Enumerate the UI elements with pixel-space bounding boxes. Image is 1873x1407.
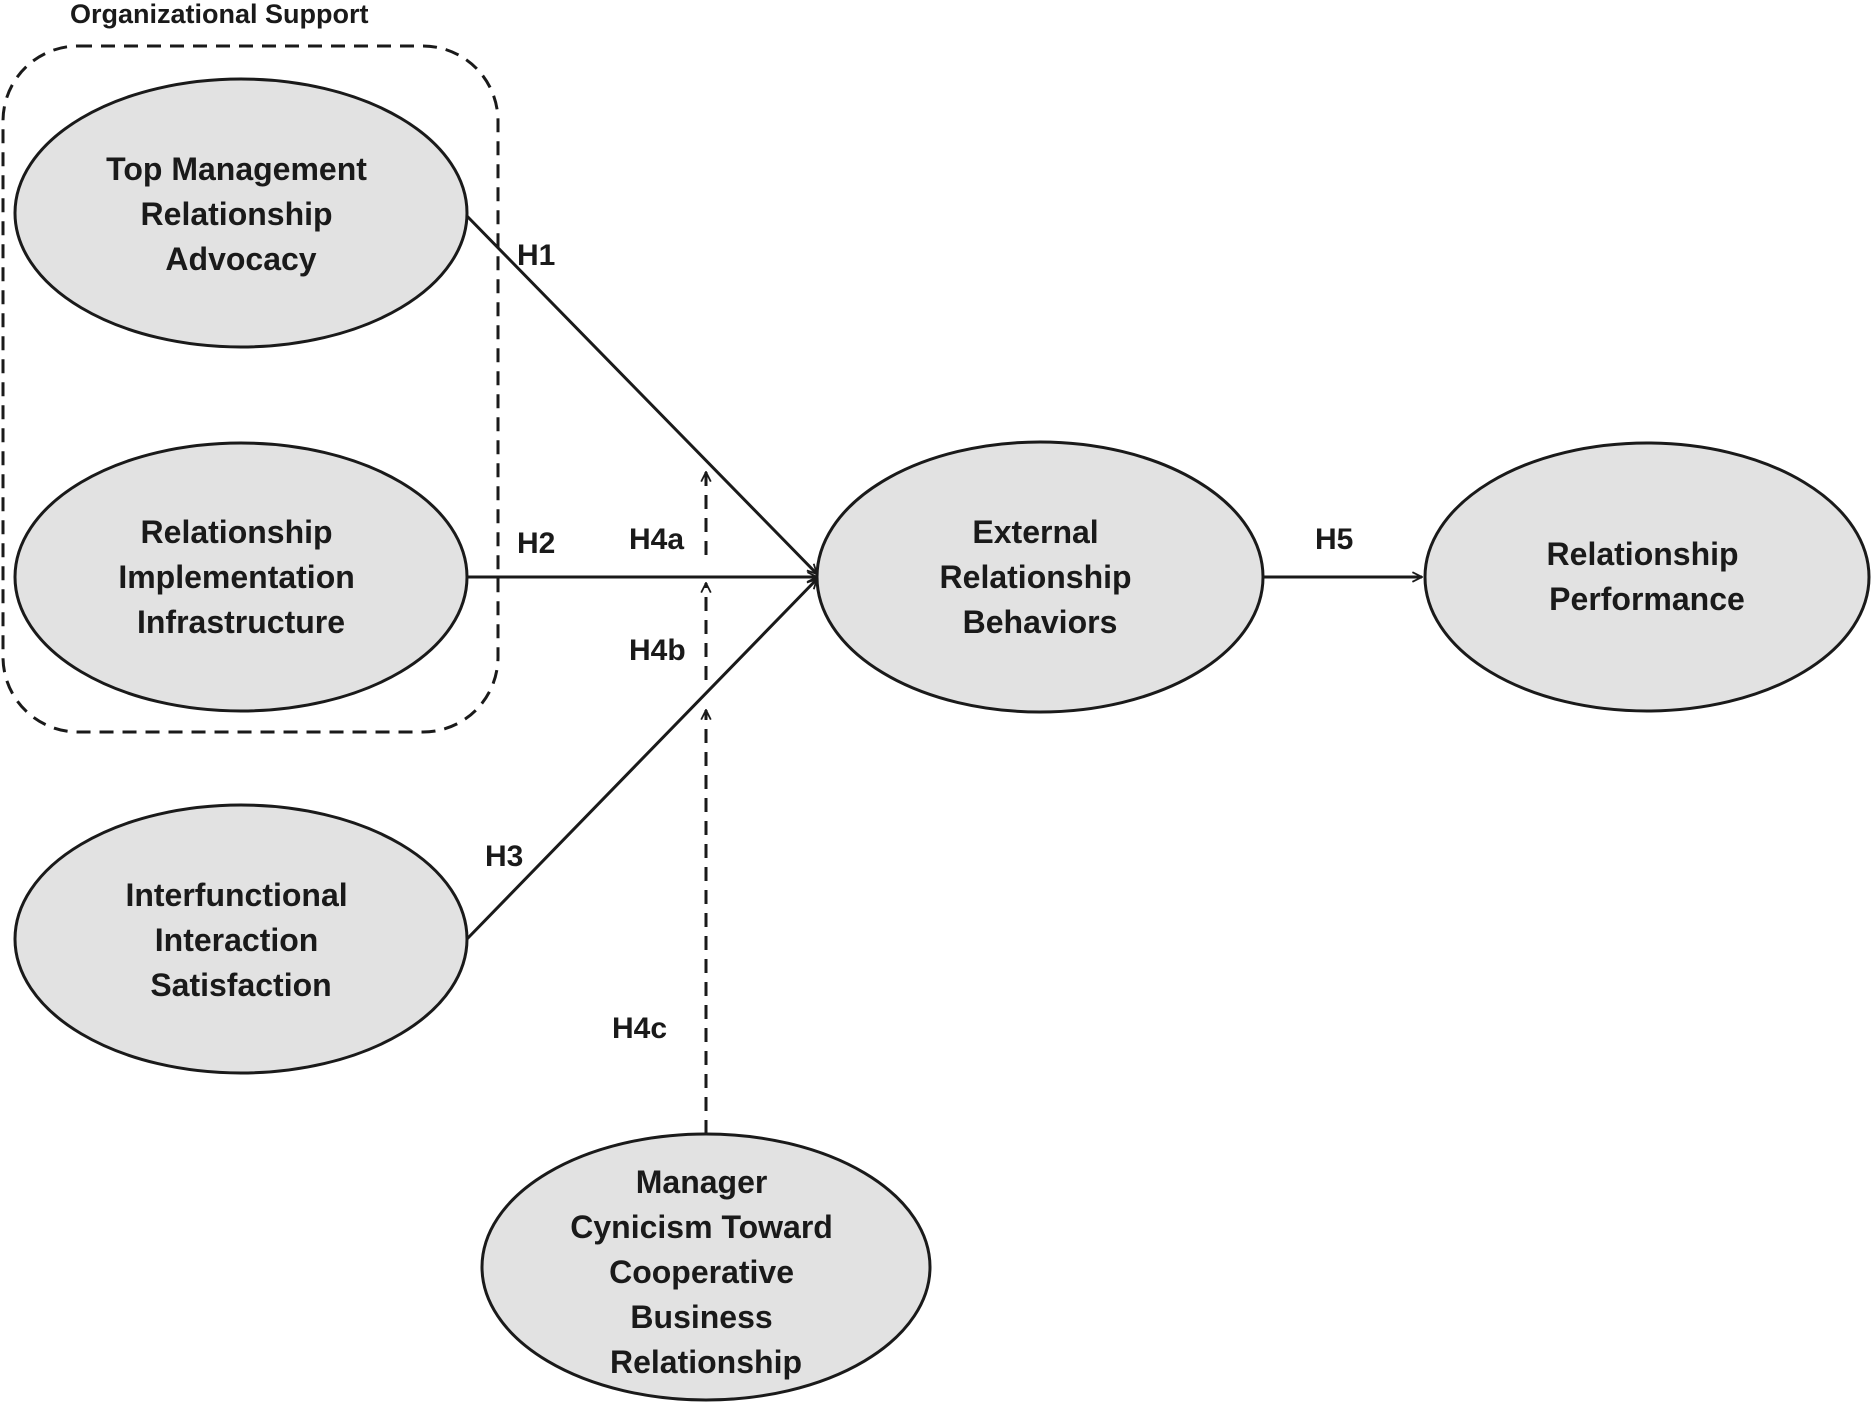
svg-text:Relationship Performance: Relationship Performance (1547, 536, 1748, 617)
node-manager-cynicism: Manager Cynicism Toward Cooperative Busi… (480, 1132, 932, 1402)
label-h3: H3 (485, 840, 523, 873)
svg-text:Manager Cynicism Toward: Manager Cynicism Toward Cooperative Busi… (570, 1164, 841, 1380)
label-h2: H2 (517, 527, 555, 560)
svg-text:Top Management Relations: Top Management Relationship Advocacy (106, 151, 376, 277)
node-relationship-performance: Relationship Performance (1423, 441, 1871, 713)
organizational-support-group (1, 44, 500, 734)
label-h4a: H4a (629, 523, 684, 556)
label-h4c: H4c (612, 1012, 667, 1045)
node-top-management-relationship-advocacy: Top Management Relationship Advocacy (13, 77, 469, 349)
label-h5: H5 (1315, 523, 1353, 556)
node-interfunctional-interaction-satisfaction: Interfunctional Interaction Satisfaction (13, 803, 469, 1075)
svg-text:Relationship Implementat: Relationship Implementation Infrastructu… (118, 514, 363, 640)
svg-text:External Relationship: External Relationship Behaviors (940, 514, 1141, 640)
arrow-h3 (465, 579, 817, 941)
organizational-support-label: Organizational Support (70, 0, 369, 29)
label-h4b: H4b (629, 634, 686, 667)
node-relationship-implementation-infrastructure: Relationship Implementation Infrastructu… (13, 441, 469, 713)
label-h1: H1 (517, 239, 555, 272)
node-external-relationship-behaviors: External Relationship Behaviors (815, 440, 1265, 714)
svg-text:Interfunctional Interact: Interfunctional Interaction Satisfaction (125, 877, 356, 1003)
arrow-h1 (462, 211, 817, 574)
